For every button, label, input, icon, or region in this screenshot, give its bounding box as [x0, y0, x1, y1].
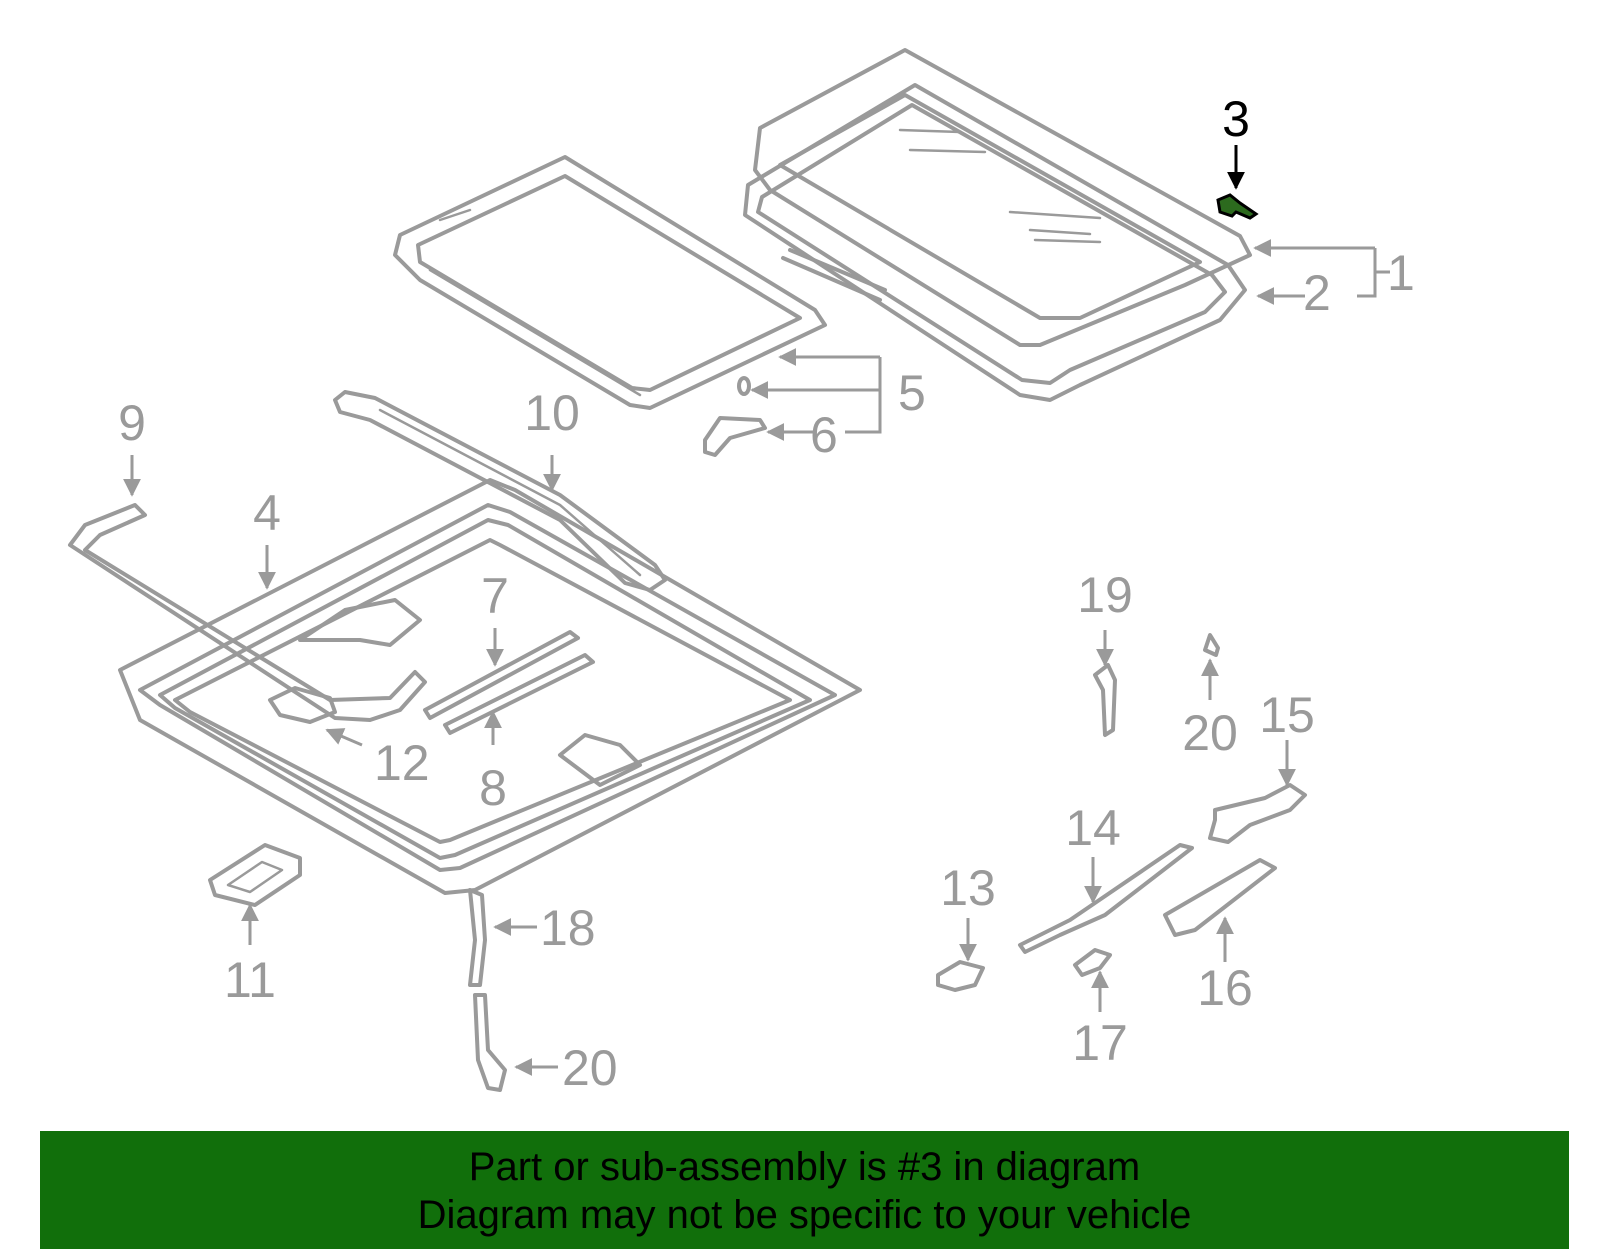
guide-rail-part-7	[423, 630, 580, 720]
callout-14: 14	[1065, 800, 1121, 856]
sunshade-panel-part	[393, 155, 827, 410]
callout-13: 13	[940, 860, 996, 916]
leader-lines	[123, 145, 1390, 1076]
bumper-pad-part	[268, 686, 337, 724]
seal-part	[743, 83, 1247, 402]
switch-part	[208, 843, 302, 907]
grommet-part	[1073, 948, 1112, 977]
front-rail-part	[333, 390, 667, 592]
small-grommet-part	[737, 376, 751, 396]
callout-18: 18	[540, 900, 596, 956]
drain-clip-part-20	[1203, 633, 1220, 657]
callout-15: 15	[1259, 687, 1315, 743]
callout-17: 17	[1072, 1015, 1128, 1071]
cover-part	[1163, 858, 1277, 937]
banner-line-1: Part or sub-assembly is #3 in diagram	[468, 1145, 1141, 1189]
drive-cable-part	[68, 503, 427, 722]
callout-9: 9	[118, 395, 146, 451]
guide-rail-part-8	[443, 653, 595, 735]
callout-3: 3	[1222, 91, 1250, 147]
callout-6: 6	[810, 407, 838, 463]
callout-2: 2	[1303, 265, 1331, 321]
callout-5: 5	[898, 365, 926, 421]
callout-10: 10	[524, 385, 580, 441]
relay-part	[936, 960, 985, 992]
callout-4: 4	[253, 485, 281, 541]
clip-part-highlighted	[1216, 193, 1259, 220]
callout-20-hose: 20	[562, 1040, 618, 1096]
callout-8: 8	[479, 760, 507, 816]
callout-7: 7	[481, 568, 509, 624]
callout-20-clip: 20	[1182, 705, 1238, 761]
motor-part	[1018, 843, 1194, 954]
glass-panel-part	[753, 48, 1252, 347]
drain-hose-part	[468, 888, 507, 1092]
callout-11: 11	[224, 952, 276, 1008]
handle-part	[703, 416, 767, 457]
callout-1: 1	[1387, 245, 1415, 301]
callout-19: 19	[1077, 567, 1133, 623]
drain-hose-part-19	[1093, 663, 1117, 737]
banner-line-2: Diagram may not be specific to your vehi…	[417, 1193, 1192, 1237]
sunroof-frame-part	[118, 478, 862, 895]
info-banner: Part or sub-assembly is #3 in diagram Di…	[40, 1131, 1569, 1249]
callout-16: 16	[1197, 960, 1253, 1016]
callout-12: 12	[374, 735, 430, 791]
motor-bracket-part	[1208, 783, 1307, 844]
